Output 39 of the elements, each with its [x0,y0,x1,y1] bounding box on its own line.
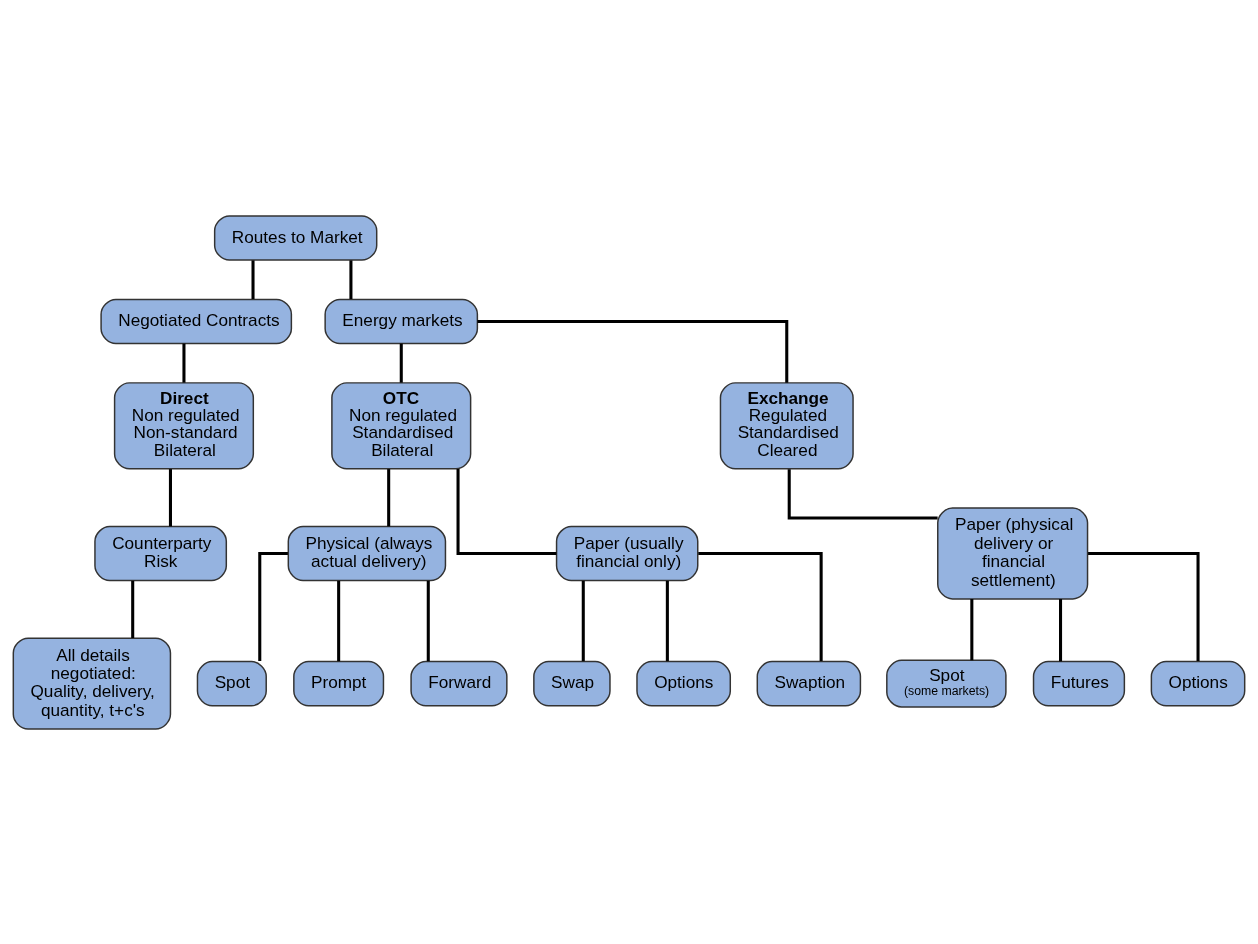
connector [168,468,172,526]
node-box: Physical (always actual delivery) [287,525,447,581]
node-box: Options [636,660,732,706]
connector [1088,551,1200,661]
node-box: Counterparty Risk [94,525,228,581]
node-box: Paper (physical delivery or financial settlement) [937,506,1089,600]
node-box: Routes to Market [213,214,378,261]
connector [698,551,823,661]
node-box: Forward [410,660,508,706]
node-box: Prompt [293,660,385,706]
connector [787,468,938,519]
node-box: Spot (some markets) [886,659,1007,708]
connector [251,259,255,299]
connector [131,580,135,638]
node-box: OTC Non regulated Standardised Bilateral [331,381,472,470]
node-box: Swaption [756,660,862,706]
node-box: Spot [196,660,267,706]
connector [399,343,403,383]
connector [349,259,353,299]
connector [337,580,341,661]
node-box: All details negotiated: Quality, delivery, quantity, t+c's [12,637,172,730]
node-box: Swap [533,660,611,706]
connector [426,580,430,661]
node-box: Futures [1032,660,1126,706]
node-box: Negotiated Contracts [100,298,293,344]
connector [182,343,186,383]
node-box: Exchange Regulated Standardised Cleared [719,381,854,470]
node-box: Direct Non regulated Non-standard Bilateral [113,381,255,470]
connector [970,598,974,660]
connector [665,580,669,661]
connector [387,468,391,526]
connector [477,319,789,383]
connector [456,468,557,555]
connector [258,551,288,661]
node-box: Options [1150,660,1246,706]
node-box: Paper (usually financial only) [555,525,699,581]
node-box: Energy markets [324,298,479,344]
connector [581,580,585,661]
connector [1059,598,1063,661]
